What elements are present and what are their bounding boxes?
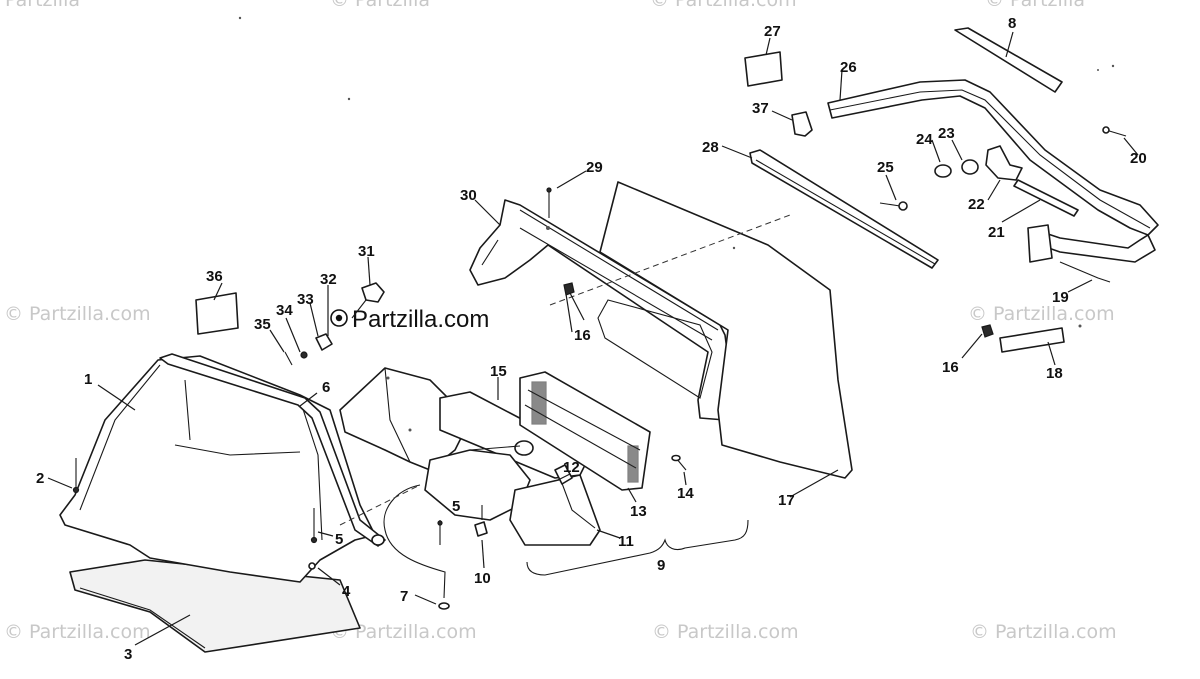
part-27-plate [744, 51, 783, 87]
part-21-rod [1013, 179, 1079, 217]
callout-31: 31 [358, 243, 375, 260]
part-1-hood [59, 355, 376, 583]
callout-15: 15 [490, 363, 507, 380]
watermark-right-mid: © Partzilla.com [968, 303, 1115, 325]
callout-10: 10 [474, 570, 491, 587]
part-10-grommet [474, 521, 488, 537]
part-25-screw [879, 202, 901, 207]
callout-17: 17 [778, 492, 795, 509]
callout-20: 20 [1130, 150, 1147, 167]
callout-7: 7 [400, 588, 408, 605]
part-24-cap [934, 164, 952, 178]
callout-25: 25 [877, 159, 894, 176]
callout-13: 13 [630, 503, 647, 520]
callout-33: 33 [297, 291, 314, 308]
part-9-group-brace [526, 519, 749, 576]
part-16-nut-left [563, 282, 575, 296]
callout-1: 1 [84, 371, 92, 388]
part-19-wire [1059, 261, 1111, 283]
callout-11: 11 [618, 533, 634, 550]
part-33-grommet [315, 333, 333, 351]
watermark-top-2: © Partzilla [330, 0, 430, 11]
callout-34: 34 [276, 302, 293, 319]
callout-23: 23 [938, 125, 955, 142]
callout-14: 14 [677, 485, 694, 502]
callout-18: 18 [1046, 365, 1063, 382]
callout-24: 24 [916, 131, 933, 148]
watermark-top-1: © Partzilla [0, 0, 80, 11]
callout-28: 28 [702, 139, 719, 156]
watermark-top-4: © Partzilla [985, 0, 1085, 11]
callout-26: 26 [840, 59, 857, 76]
callout-30: 30 [460, 187, 477, 204]
part-13-grille [519, 371, 651, 491]
grille-slots [531, 381, 639, 483]
part-23-washer [961, 159, 979, 175]
registered-icon [330, 309, 348, 327]
callout-37: 37 [752, 100, 769, 117]
watermark-bottom-4: © Partzilla.com [970, 621, 1117, 643]
callout-6: 6 [322, 379, 330, 396]
part-37-clip [791, 111, 813, 137]
callout-36: 36 [206, 268, 223, 285]
callout-27: 27 [764, 23, 781, 40]
part-18-bracket [999, 327, 1065, 353]
callout-32: 32 [320, 271, 337, 288]
callout-labels: 1 2 3 4 5 5 6 7 8 9 10 11 12 13 14 15 16… [36, 15, 1147, 663]
callout-8: 8 [1008, 15, 1016, 32]
watermark-top-3: © Partzilla.com [650, 0, 797, 11]
watermark-left-mid: © Partzilla.com [4, 303, 151, 325]
part-36-decal [195, 292, 239, 335]
callout-19: 19 [1052, 289, 1069, 306]
part-17-windshield [599, 181, 853, 479]
leader-lines [47, 31, 1139, 646]
part-11-bracket [509, 474, 601, 546]
part-28-bar [749, 149, 939, 269]
part-4-washer [308, 562, 316, 570]
callout-22: 22 [968, 196, 985, 213]
callout-29: 29 [586, 159, 603, 176]
watermark-main: Partzilla.com [352, 306, 489, 333]
part-22-hinge [985, 145, 1023, 181]
callout-16-right: 16 [942, 359, 959, 376]
part-bulb [514, 440, 534, 456]
callout-16-left: 16 [574, 327, 591, 344]
part-26-rail-end [1039, 231, 1156, 263]
part-31-knob [361, 282, 385, 303]
callout-4: 4 [342, 583, 351, 600]
callout-35: 35 [254, 316, 271, 333]
callout-21: 21 [988, 224, 1005, 241]
watermark-bottom-2: © Partzilla.com [330, 621, 477, 643]
callout-9: 9 [657, 557, 665, 574]
watermark-bottom-3: © Partzilla.com [652, 621, 799, 643]
part-8-strip [954, 27, 1063, 93]
watermark-bottom-1: © Partzilla.com [4, 621, 151, 643]
part-16-nut-right [981, 324, 994, 338]
part-35-screw [284, 351, 293, 366]
callout-5-center: 5 [452, 498, 460, 515]
part-30-dash-frame [469, 199, 736, 421]
callout-2: 2 [36, 470, 44, 487]
part-7-cable [383, 484, 446, 599]
callout-12: 12 [563, 459, 580, 476]
callout-3: 3 [124, 646, 132, 663]
part-34-washer [300, 351, 308, 359]
callout-5-left: 5 [335, 531, 343, 548]
